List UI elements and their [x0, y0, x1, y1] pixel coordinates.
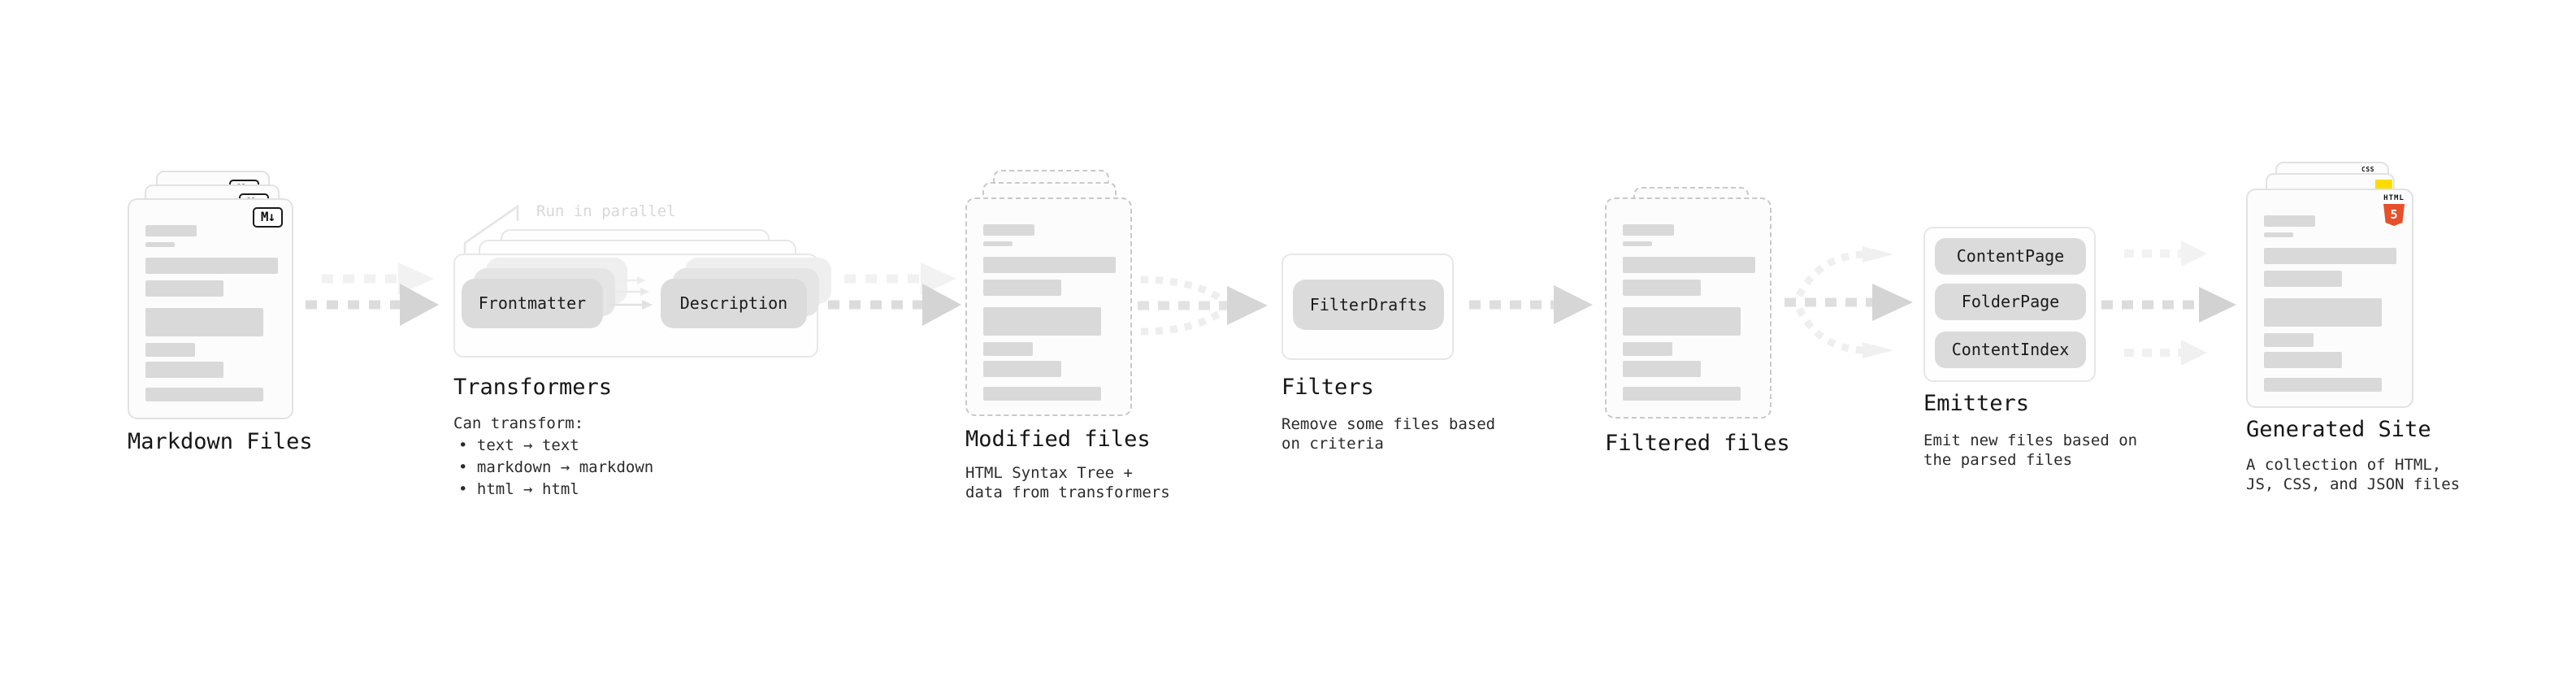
modified-file-card-front: [965, 197, 1132, 416]
arrow-echo: [844, 262, 956, 295]
emitter-contentindex-pill: ContentIndex: [1935, 332, 2086, 368]
emitters-label: Emitters: [1923, 391, 2030, 416]
placeholder-bar: [983, 342, 1033, 356]
arrow-top: [2124, 241, 2207, 267]
placeholder-bar: [983, 280, 1061, 296]
arrow-main: [828, 284, 961, 326]
arrow-markdown-to-transformers: [306, 262, 439, 326]
generated-site-caption: A collection of HTML, JS, CSS, and JSON …: [2246, 456, 2461, 493]
transformers-bullet-list: • text → text • markdown → markdown • ht…: [458, 435, 653, 501]
filtered-files-label: Filtered files: [1605, 431, 1790, 456]
filters-label: Filters: [1281, 375, 1374, 400]
placeholder-bar: [2264, 378, 2382, 392]
placeholder-bar: [983, 361, 1061, 377]
document-placeholder-lines: [2248, 190, 2412, 406]
arrow-fanin-modified-to-filters: [1138, 275, 1268, 336]
placeholder-bar: [145, 343, 195, 357]
filtered-file-card-front: [1605, 197, 1772, 419]
filtered-files-stack: [1605, 187, 1772, 419]
document-placeholder-lines: [1607, 199, 1770, 417]
generated-site-stack: CSS HTML 5: [2246, 162, 2413, 410]
document-placeholder-lines: [967, 199, 1130, 414]
placeholder-bar: [145, 242, 175, 247]
javascript-icon: [2375, 180, 2392, 190]
modified-files-stack: [965, 170, 1133, 419]
arrow-main: [306, 284, 439, 326]
arrow-echo: [322, 262, 434, 295]
markdown-files-label: Markdown Files: [128, 429, 313, 454]
placeholder-bar: [1623, 307, 1741, 336]
arrow-filters-to-filtered: [1469, 285, 1593, 324]
placeholder-bar: [983, 241, 1013, 246]
placeholder-bar: [2264, 248, 2396, 264]
arrow-bottom: [2124, 340, 2207, 366]
bullet-item: • text → text: [458, 436, 579, 454]
placeholder-bar: [983, 257, 1116, 273]
placeholder-bar: [1623, 361, 1701, 377]
parallel-flow-arrows: [609, 276, 653, 310]
arrow-middle: [2101, 287, 2236, 323]
placeholder-bar: [983, 387, 1101, 401]
emitter-contentpage-pill: ContentPage: [1935, 238, 2086, 275]
placeholder-bar: [983, 307, 1101, 336]
placeholder-bar: [2264, 271, 2342, 287]
placeholder-bar: [145, 225, 197, 236]
transformers-label: Transformers: [453, 375, 613, 400]
generated-site-label: Generated Site: [2246, 417, 2431, 442]
emitter-folderpage-pill: FolderPage: [1935, 284, 2086, 320]
transformers-caption-title: Can transform:: [453, 414, 584, 432]
bullet-item: • html → html: [458, 480, 579, 498]
placeholder-bar: [145, 258, 278, 274]
bullet-item: • markdown → markdown: [458, 458, 654, 476]
emitters-caption: Emit new files based on the parsed files: [1923, 432, 2138, 469]
markdown-files-stack: M↓ M↓ M↓: [128, 171, 295, 419]
transformer-frontmatter-pill: Frontmatter: [462, 279, 603, 328]
run-in-parallel-annotation: Run in parallel: [536, 202, 676, 220]
arrow-fanout-filtered-to-emitters: [1785, 246, 1913, 358]
placeholder-bar: [145, 280, 223, 297]
modified-files-caption: HTML Syntax Tree + data from transformer…: [965, 464, 1170, 501]
placeholder-bar: [1623, 224, 1674, 236]
placeholder-bar: [2264, 298, 2382, 327]
filter-drafts-pill: FilterDrafts: [1293, 280, 1444, 330]
arrow-transformers-to-modified: [828, 262, 961, 326]
placeholder-bar: [1623, 280, 1701, 296]
markdown-icon: M↓: [253, 207, 283, 228]
transformer-description-pill: Description: [661, 279, 807, 328]
placeholder-bar: [983, 224, 1034, 236]
placeholder-bar: [2264, 333, 2314, 347]
placeholder-bar: [2264, 232, 2293, 237]
placeholder-bar: [2264, 215, 2315, 227]
markdown-file-card-front: M↓: [128, 198, 293, 419]
placeholder-bar: [1623, 241, 1652, 246]
html-file-card: HTML 5: [2246, 189, 2413, 408]
modified-files-label: Modified files: [965, 427, 1151, 452]
placeholder-bar: [2264, 352, 2342, 368]
placeholder-bar: [145, 362, 223, 378]
html5-icon: HTML 5: [2383, 194, 2405, 226]
arrows-emitters-to-site: [2101, 241, 2236, 366]
placeholder-bar: [145, 308, 263, 336]
placeholder-bar: [1623, 342, 1672, 356]
placeholder-bar: [1623, 257, 1755, 273]
filters-caption: Remove some files based on criteria: [1281, 415, 1496, 453]
document-placeholder-lines: [129, 200, 292, 418]
placeholder-bar: [1623, 387, 1741, 401]
placeholder-bar: [145, 388, 263, 401]
